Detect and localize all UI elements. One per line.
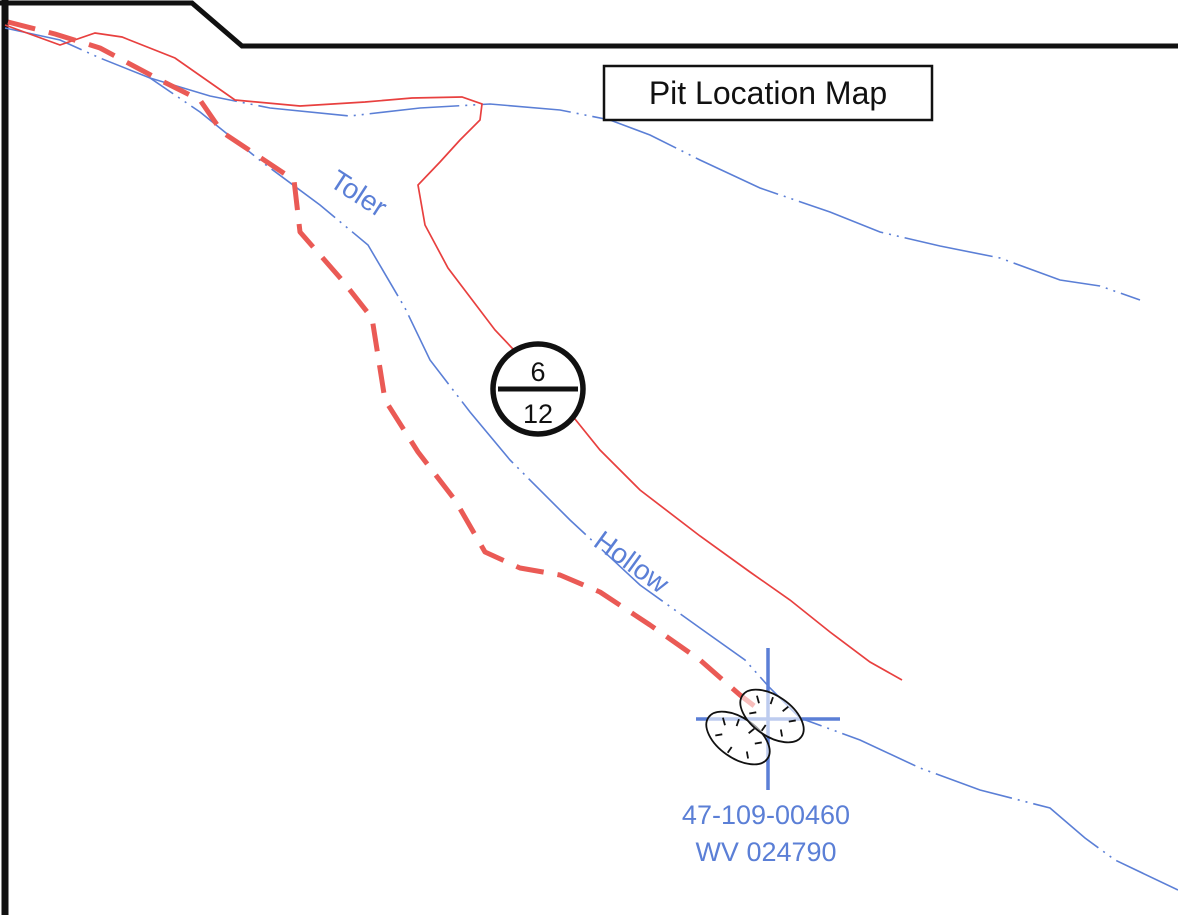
access-road	[7, 19, 764, 714]
stream-upper-branch	[149, 77, 1141, 301]
map-title-box: Pit Location Map	[602, 64, 934, 122]
well-api-number: 47-109-00460	[682, 800, 850, 830]
stream-toler-hollow	[4, 27, 1178, 891]
map-title: Pit Location Map	[649, 75, 887, 111]
pit-ellipse-icon	[705, 688, 805, 766]
stream-label-hollow: Hollow	[588, 525, 675, 600]
road	[4, 24, 903, 681]
stream-label-toler: Toler	[325, 164, 393, 223]
route-marker-bottom: 12	[523, 399, 553, 429]
route-marker-icon: 6 12	[490, 341, 586, 437]
well-permit-number: WV 024790	[695, 837, 836, 867]
route-marker-top: 6	[530, 357, 545, 387]
streams	[4, 27, 1178, 891]
